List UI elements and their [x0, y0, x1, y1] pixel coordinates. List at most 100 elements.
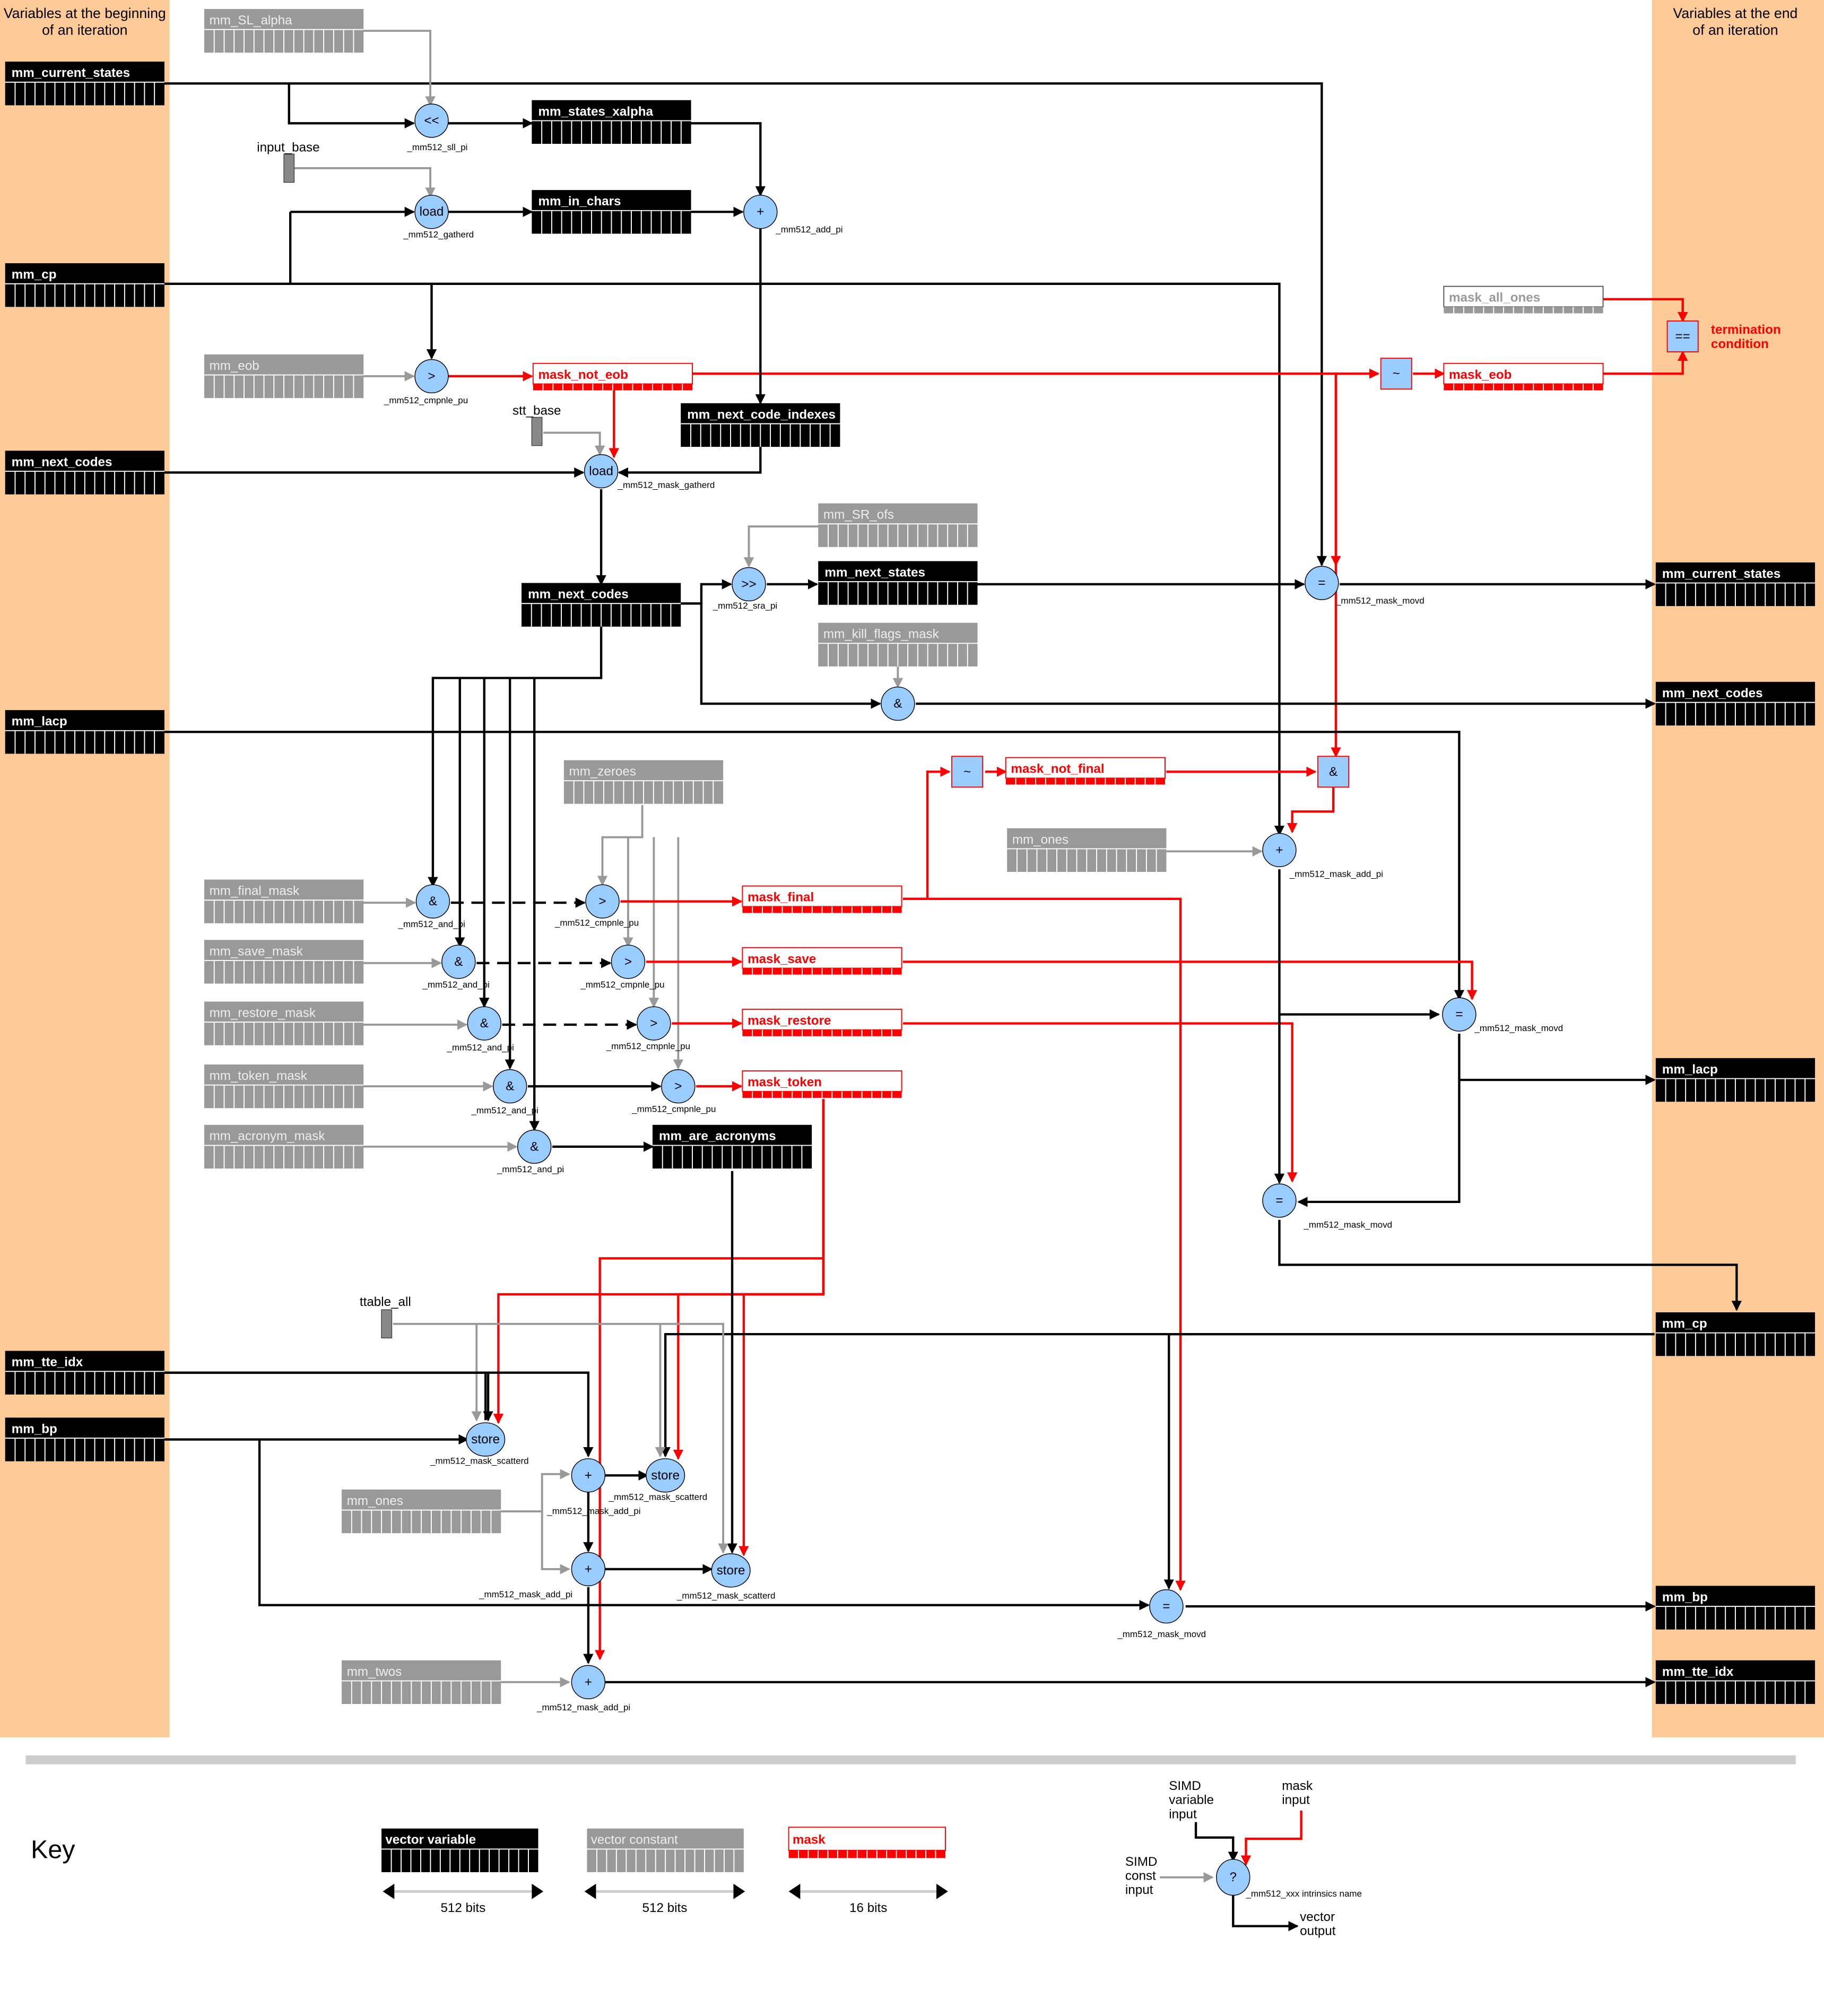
operator-node: +_mm512_mask_add_pi: [546, 1458, 641, 1516]
operator-symbol: +: [757, 205, 764, 219]
operator-ellipse: [732, 567, 766, 602]
vector-constant-label: mm_ones: [1012, 833, 1069, 847]
key-vv-label: vector variable: [385, 1833, 476, 1847]
mm-ones: mm_ones: [1007, 828, 1167, 872]
mask-label: mask_save: [748, 952, 816, 966]
vector-wire: [681, 602, 881, 709]
key-operator-example: ?_mm512_xxx intrinsics nameSIMDvariablei…: [1125, 1779, 1362, 1938]
vector-constant-label: mm_ones: [347, 1494, 403, 1508]
intrinsic-name: _mm512_sll_pi: [406, 142, 467, 152]
register-cells: [1665, 1606, 1806, 1630]
operator-node: &_mm512_and_pi: [447, 1006, 514, 1052]
operator-symbol: load: [589, 464, 613, 479]
intrinsic-name: _mm512_and_pi: [398, 919, 465, 929]
stt-base-pointer: stt_base: [513, 404, 561, 446]
vector-wire: [618, 447, 762, 478]
register-cells: [1665, 1681, 1806, 1704]
intrinsic-name: _mm512_mask_movd: [1303, 1219, 1392, 1230]
pointer-bar: [381, 1309, 393, 1339]
operator-ellipse: [492, 1069, 527, 1104]
mm-next-states: mm_next_states: [818, 561, 978, 605]
key-operator-symbol: ?: [1230, 1870, 1237, 1884]
operator-node: +_mm512_mask_add_pi: [479, 1552, 606, 1599]
intrinsic-name: _mm512_and_pi: [447, 1042, 514, 1052]
mask-wire: [903, 897, 1186, 1591]
operator-symbol: >: [428, 369, 435, 383]
key-simd-variable-input: SIMD: [1169, 1779, 1201, 1793]
mask-box: [1005, 757, 1166, 779]
intrinsic-name: _mm512_mask_scatterd: [676, 1591, 776, 1601]
register-cells: [213, 1085, 354, 1109]
vector-variable-label: mm_in_chars: [538, 194, 621, 209]
operator-ellipse: [637, 1006, 671, 1041]
intrinsic-name: _mm512_and_pi: [471, 1105, 538, 1115]
constant-wire: [597, 805, 644, 886]
register-cells: [14, 283, 155, 307]
left-panel: [0, 0, 170, 1737]
operator-symbol: <<: [424, 114, 439, 128]
constant-wire: [499, 1469, 570, 1512]
key-span-mask: 16 bits: [788, 1883, 948, 1915]
key-mask: mask: [788, 1827, 946, 1858]
operator-node: =_mm512_mask_movd: [1305, 566, 1425, 605]
operator-node: =_mm512_mask_movd: [1117, 1589, 1206, 1639]
mask-label: mask_restore: [748, 1014, 831, 1028]
register-cells: [213, 1022, 354, 1045]
key-title: Key: [31, 1835, 75, 1864]
operator-symbol: =: [1275, 1193, 1283, 1208]
operator-symbol: +: [585, 1562, 592, 1576]
mm-token-mask: mm_token_mask: [204, 1064, 364, 1109]
termination-line2: condition: [1711, 337, 1769, 351]
right-var-mm-current-states: mm_current_states: [1655, 562, 1816, 607]
mask-box: [742, 947, 902, 969]
register-cells: [752, 1091, 892, 1098]
register-cells: [828, 524, 968, 547]
operator-symbol: +: [1275, 843, 1283, 857]
vector-variable-label: mm_tte_idx: [12, 1355, 83, 1370]
vector-wire: [1163, 1333, 1655, 1590]
register-cells: [213, 960, 354, 984]
mm-kill-flags-mask: mm_kill_flags_mask: [818, 622, 978, 667]
key-simd-const-input: const: [1125, 1869, 1156, 1883]
constant-wire: [362, 30, 436, 107]
mm-acronym-mask: mm_acronym_mask: [204, 1124, 364, 1169]
operator-node: &: [881, 686, 915, 721]
key-mask-label: mask: [793, 1833, 826, 1847]
operator-node: load_mm512_mask_gatherd: [584, 454, 715, 490]
mask-wire: [594, 1099, 825, 1660]
mask-wire: [903, 961, 1478, 1000]
operator-symbol: ==: [1675, 329, 1690, 343]
mask-operator-box: [1666, 320, 1699, 352]
key-variable-wire: [1194, 1822, 1238, 1862]
operator-ellipse: [467, 1006, 501, 1041]
operator-node: &_mm512_and_pi: [497, 1129, 564, 1174]
right-var-mm-tte-idx: mm_tte_idx: [1655, 1660, 1816, 1704]
left-var-mm-cp: mm_cp: [5, 263, 164, 307]
key-span-vc: 512 bits: [584, 1883, 745, 1915]
operator-ellipse: [585, 884, 620, 919]
vector-variable-label: mm_next_states: [824, 565, 925, 579]
register-cells: [531, 603, 672, 627]
vector-variable-label: mm_next_codes: [1662, 686, 1763, 700]
intrinsic-name: _mm512_cmpnle_pu: [631, 1104, 716, 1114]
register-cells: [14, 471, 155, 495]
span-right-arrow-icon: [936, 1883, 948, 1899]
operator-symbol: =: [1162, 1599, 1170, 1614]
mm-ones-bottom: mm_ones: [342, 1489, 501, 1534]
operator-node: >_mm512_cmpnle_pu: [384, 359, 468, 405]
vector-wire: [164, 1371, 594, 1458]
operator-symbol: &: [530, 1139, 538, 1154]
operator-ellipse: [881, 686, 915, 721]
span-right-arrow-icon: [532, 1883, 544, 1899]
operator-ellipse: [661, 1069, 696, 1104]
operator-symbol: =: [1318, 576, 1325, 590]
mask-wire: [903, 1022, 1298, 1183]
operator-node: store_mm512_mask_scatterd: [430, 1422, 529, 1466]
register-cells: [14, 1438, 155, 1461]
vector-variable-label: mm_lacp: [1662, 1062, 1718, 1077]
operator-ellipse: [415, 884, 450, 919]
register-cells: [828, 643, 968, 667]
termination-line1: termination: [1711, 323, 1781, 337]
key-simd-const-input: SIMD: [1125, 1855, 1157, 1869]
